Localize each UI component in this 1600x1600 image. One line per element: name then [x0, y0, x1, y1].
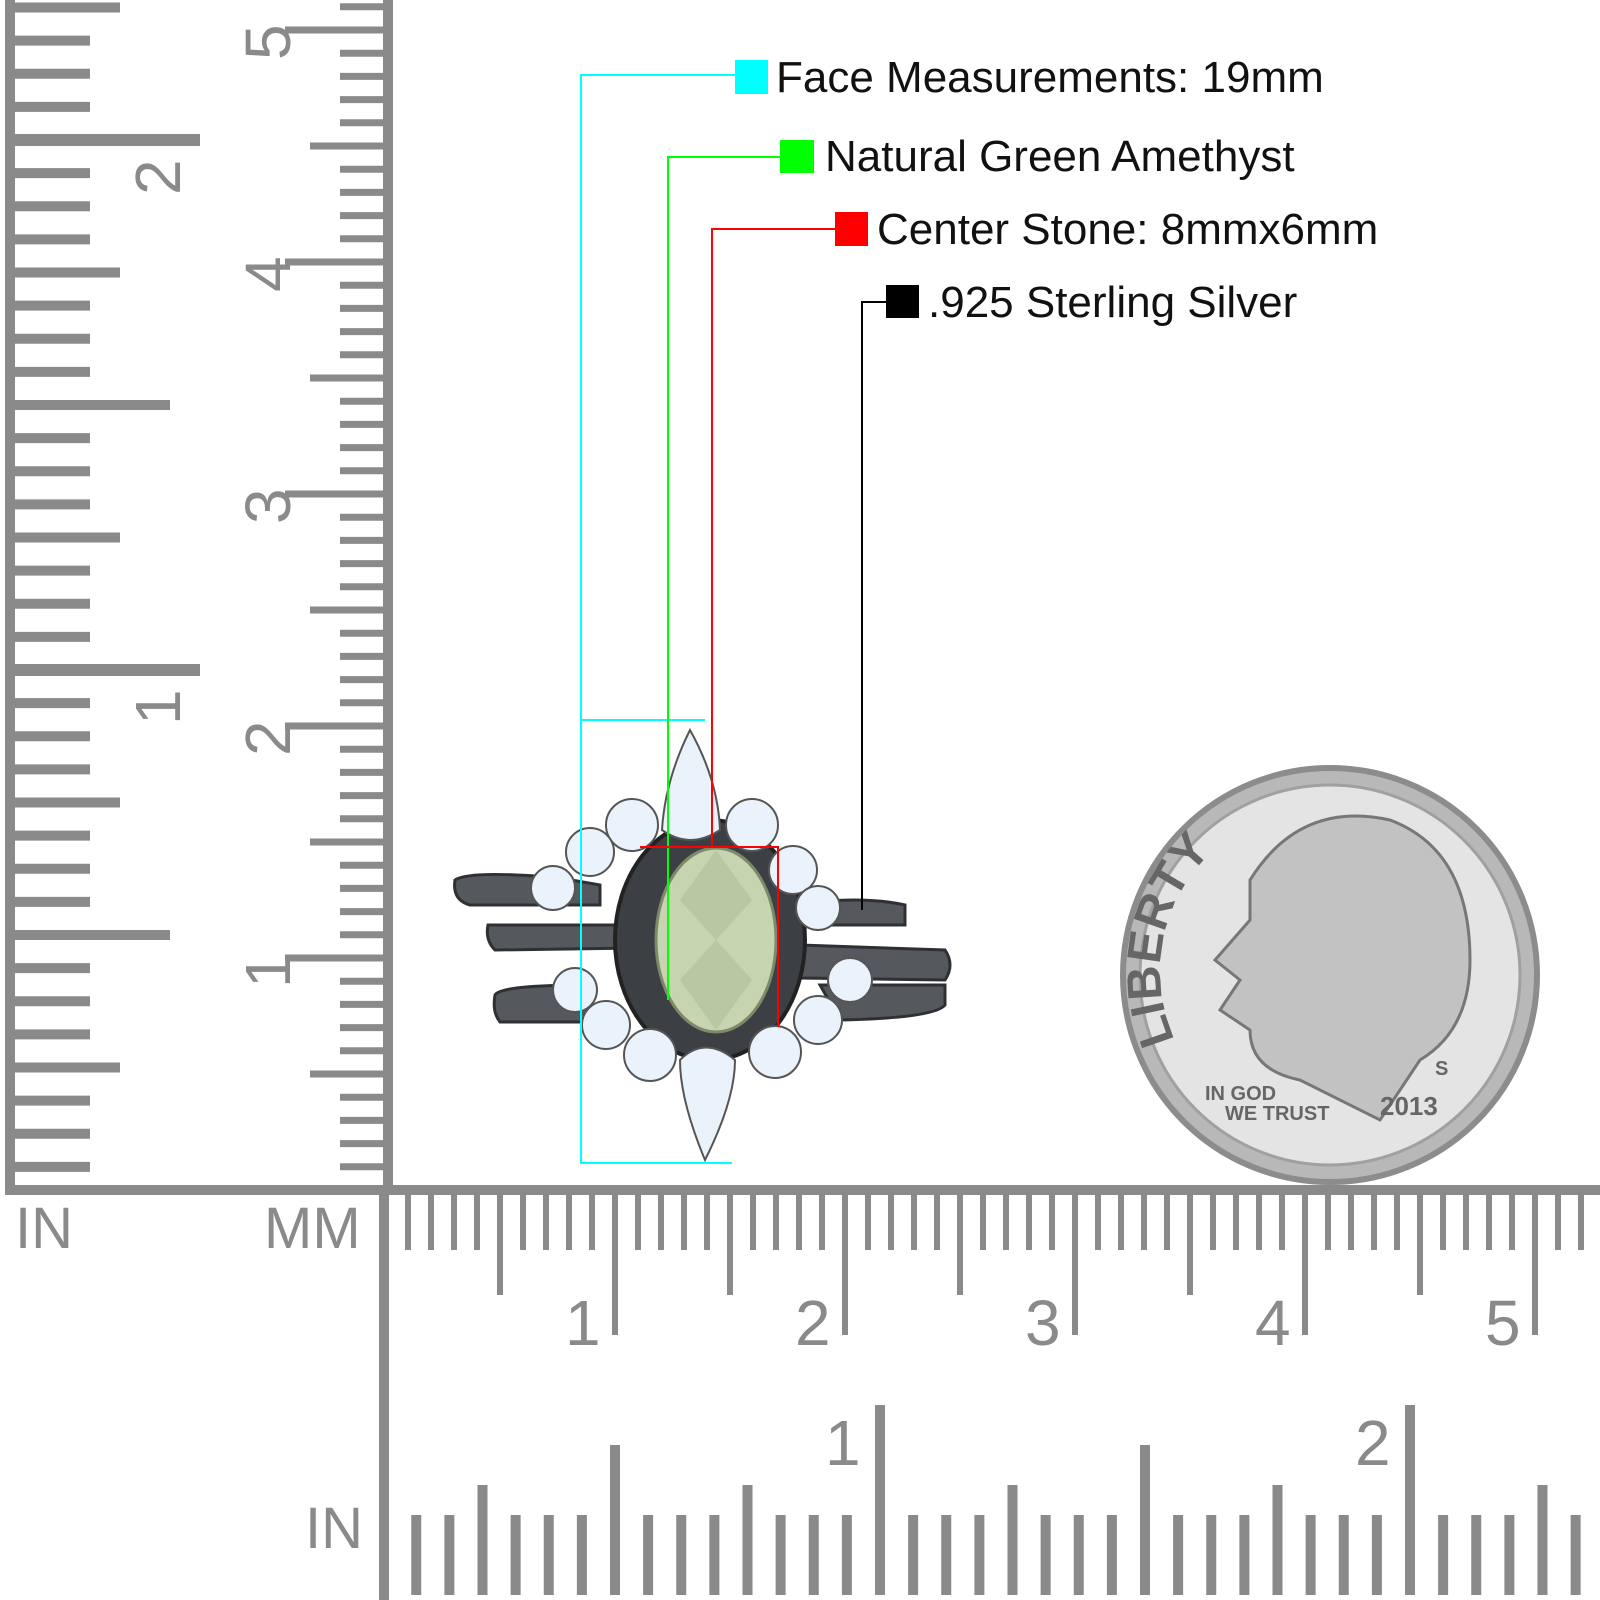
ruler-number-cm: 2 [795, 1287, 831, 1359]
ruler-number-cm: 1 [565, 1287, 601, 1359]
ruler-number-cm: 4 [1255, 1287, 1291, 1359]
horizontal-ruler-frame [379, 1185, 1600, 1600]
ruler-unit-mm: MM [264, 1196, 361, 1261]
coin-mint-mark: S [1435, 1058, 1448, 1080]
ruler-number-in: 1 [825, 1407, 861, 1479]
coin-motto-2: WE TRUST [1225, 1103, 1329, 1125]
ruler-number-in: 2 [122, 159, 194, 195]
legend-metal: .925 Sterling Silver [928, 278, 1298, 327]
coin-motto-1: IN GOD [1205, 1083, 1276, 1105]
ruler-number-in: 1 [122, 689, 194, 725]
opal-stones [530, 727, 873, 1163]
ruler-number-cm: 3 [1025, 1287, 1061, 1359]
legend-swatch-green [780, 140, 814, 173]
ruler-unit-in: IN [15, 1196, 73, 1261]
ruler-number-cm: 5 [232, 24, 304, 60]
ruler-number-in: 2 [1355, 1407, 1391, 1479]
ruler-number-cm: 1 [232, 952, 304, 988]
ruler-unit-in-bottom: IN [305, 1496, 363, 1561]
center-stone [654, 846, 778, 1034]
legend-center-stone: Center Stone: 8mmx6mm [877, 205, 1379, 254]
ruler-number-cm: 2 [232, 720, 304, 756]
legend-swatch-black [886, 285, 919, 318]
vertical-ruler-frame [5, 0, 393, 1195]
legend-face-measurements: Face Measurements: 19mm [776, 53, 1324, 102]
ruler-number-cm: 4 [232, 256, 304, 292]
legend-stone-type: Natural Green Amethyst [825, 132, 1295, 181]
ruler-number-cm: 5 [1485, 1287, 1521, 1359]
ruler-number-cm: 3 [232, 488, 304, 524]
legend-swatch-red [835, 212, 868, 246]
legend-swatch-cyan [735, 60, 768, 94]
coin-year: 2013 [1380, 1091, 1438, 1121]
